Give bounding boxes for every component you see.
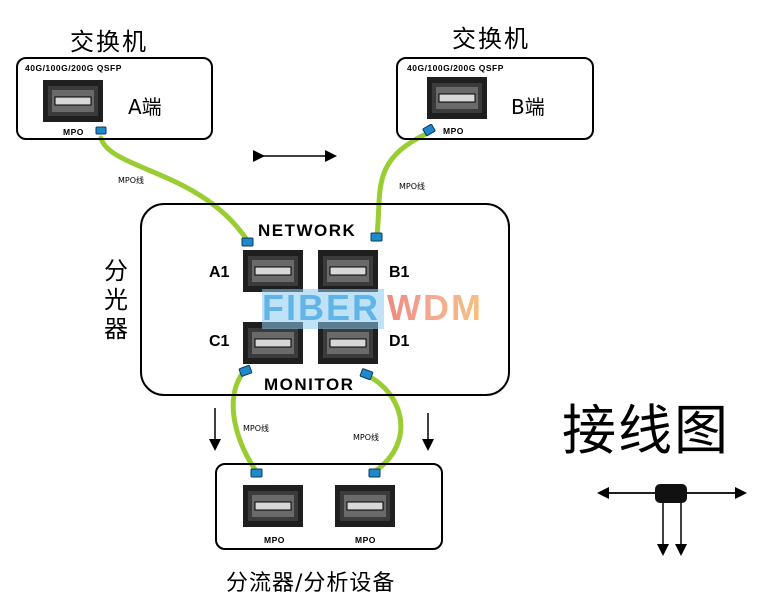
analyzer-box <box>215 463 443 550</box>
splitter-side-char-2: 光 <box>104 286 128 314</box>
connector-monitor-left <box>238 364 253 377</box>
diagram-title: 接线图 <box>562 399 730 462</box>
cable-switch-b-to-network <box>374 130 431 238</box>
connector-analyzer-left <box>250 468 263 478</box>
switch-a-box <box>16 57 213 140</box>
switch-a-title: 交换机 <box>70 28 148 56</box>
connector-switch-a <box>95 126 107 135</box>
analyzer-connector-left: MPO <box>264 535 285 545</box>
switch-b-title: 交换机 <box>452 25 530 53</box>
network-label: NETWORK <box>258 221 357 240</box>
switch-b-port-label: B端 <box>511 95 545 119</box>
splitter-side-label: 分 光 器 <box>102 257 130 344</box>
switch-b-box <box>396 57 594 140</box>
analyzer-connector-right: MPO <box>355 535 376 545</box>
port-label-b1: B1 <box>389 264 410 281</box>
switch-a-port-label: A端 <box>128 95 162 119</box>
splitter-side-char-1: 分 <box>104 257 128 285</box>
watermark-wdm-text: WDM <box>387 287 483 328</box>
watermark-fiber-bg <box>262 289 384 329</box>
switch-a-connector-label: MPO <box>63 127 84 137</box>
mpo-cables <box>98 130 431 475</box>
connector-network-b <box>370 232 383 242</box>
splitter-legend-icon <box>597 484 747 556</box>
cable-monitor-right-to-analyzer <box>363 372 404 475</box>
analyzer-caption: 分流器/分析设备 <box>226 571 396 596</box>
switch-b-spec: 40G/100G/200G QSFP <box>407 63 504 73</box>
cable-switch-a-to-network <box>98 135 250 243</box>
port-label-d1: D1 <box>389 333 410 350</box>
connector-analyzer-right <box>368 468 381 478</box>
monitor-label: MONITOR <box>264 375 355 394</box>
connector-monitor-right <box>359 368 374 381</box>
cable-label-b: MPO线 <box>399 182 426 191</box>
port-label-a1: A1 <box>209 264 230 281</box>
cable-label-a: MPO线 <box>118 176 145 185</box>
watermark-fiber: FIBER <box>262 287 380 328</box>
connector-network-a <box>241 237 254 247</box>
splitter-box <box>140 203 510 396</box>
connector-switch-b <box>422 123 436 137</box>
cable-label-monitor-right: MPO线 <box>353 433 380 442</box>
cable-label-monitor-left: MPO线 <box>243 424 270 433</box>
port-label-c1: C1 <box>209 333 230 350</box>
splitter-side-char-3: 器 <box>104 315 128 343</box>
switch-b-connector-label: MPO <box>443 126 464 136</box>
mpo-connectors <box>95 123 436 478</box>
switch-a-spec: 40G/100G/200G QSFP <box>25 63 122 73</box>
watermark-wdm: WDM <box>387 287 483 329</box>
